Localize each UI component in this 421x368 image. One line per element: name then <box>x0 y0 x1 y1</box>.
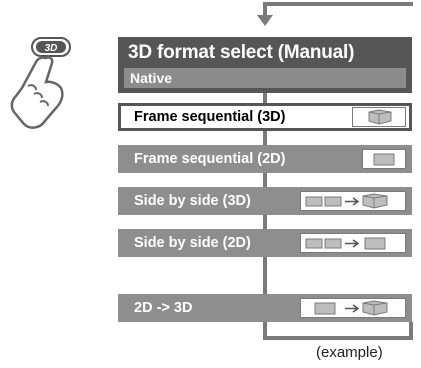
hand-pressing-3d-button-icon: 3D <box>10 37 71 129</box>
menu-item-side-by-side-3d[interactable]: Side by side (3D) <box>118 187 412 215</box>
menu-item-label: Frame sequential (3D) <box>134 109 286 125</box>
side-by-side-to-cube-icon <box>300 191 406 211</box>
menu-item-frame-sequential-2d[interactable]: Frame sequential (2D) <box>118 145 412 173</box>
cube-icon <box>352 107 406 127</box>
flow-line-top-vertical <box>263 2 267 16</box>
flow-line-bottom-horizontal <box>263 336 413 340</box>
example-caption: (example) <box>316 344 383 361</box>
flow-line-top-horizontal <box>263 2 413 6</box>
menu-title: 3D format select (Manual) <box>128 42 355 63</box>
side-by-side-to-screen-icon <box>300 233 406 253</box>
menu-item-label: 2D -> 3D <box>134 300 193 316</box>
menu-header: 3D format select (Manual) Native <box>118 37 412 93</box>
menu-item-frame-sequential-3d[interactable]: Frame sequential (3D) <box>118 103 412 131</box>
current-format-native: Native <box>124 68 406 88</box>
screen-icon <box>362 149 406 169</box>
screen-to-cube-icon <box>300 298 406 318</box>
more-items-ellipsis <box>263 271 267 292</box>
flow-arrow-down-icon <box>257 15 273 26</box>
menu-item-label: Side by side (3D) <box>134 193 251 209</box>
flow-line-bottom-vertical <box>263 320 267 340</box>
flow-line-right-vertical <box>409 322 413 340</box>
menu-item-label: Frame sequential (2D) <box>134 151 286 167</box>
remote-3d-button-label: 3D <box>45 43 58 54</box>
menu-item-side-by-side-2d[interactable]: Side by side (2D) <box>118 229 412 257</box>
menu-item-2d-to-3d[interactable]: 2D -> 3D <box>118 294 412 322</box>
menu-item-label: Side by side (2D) <box>134 235 251 251</box>
